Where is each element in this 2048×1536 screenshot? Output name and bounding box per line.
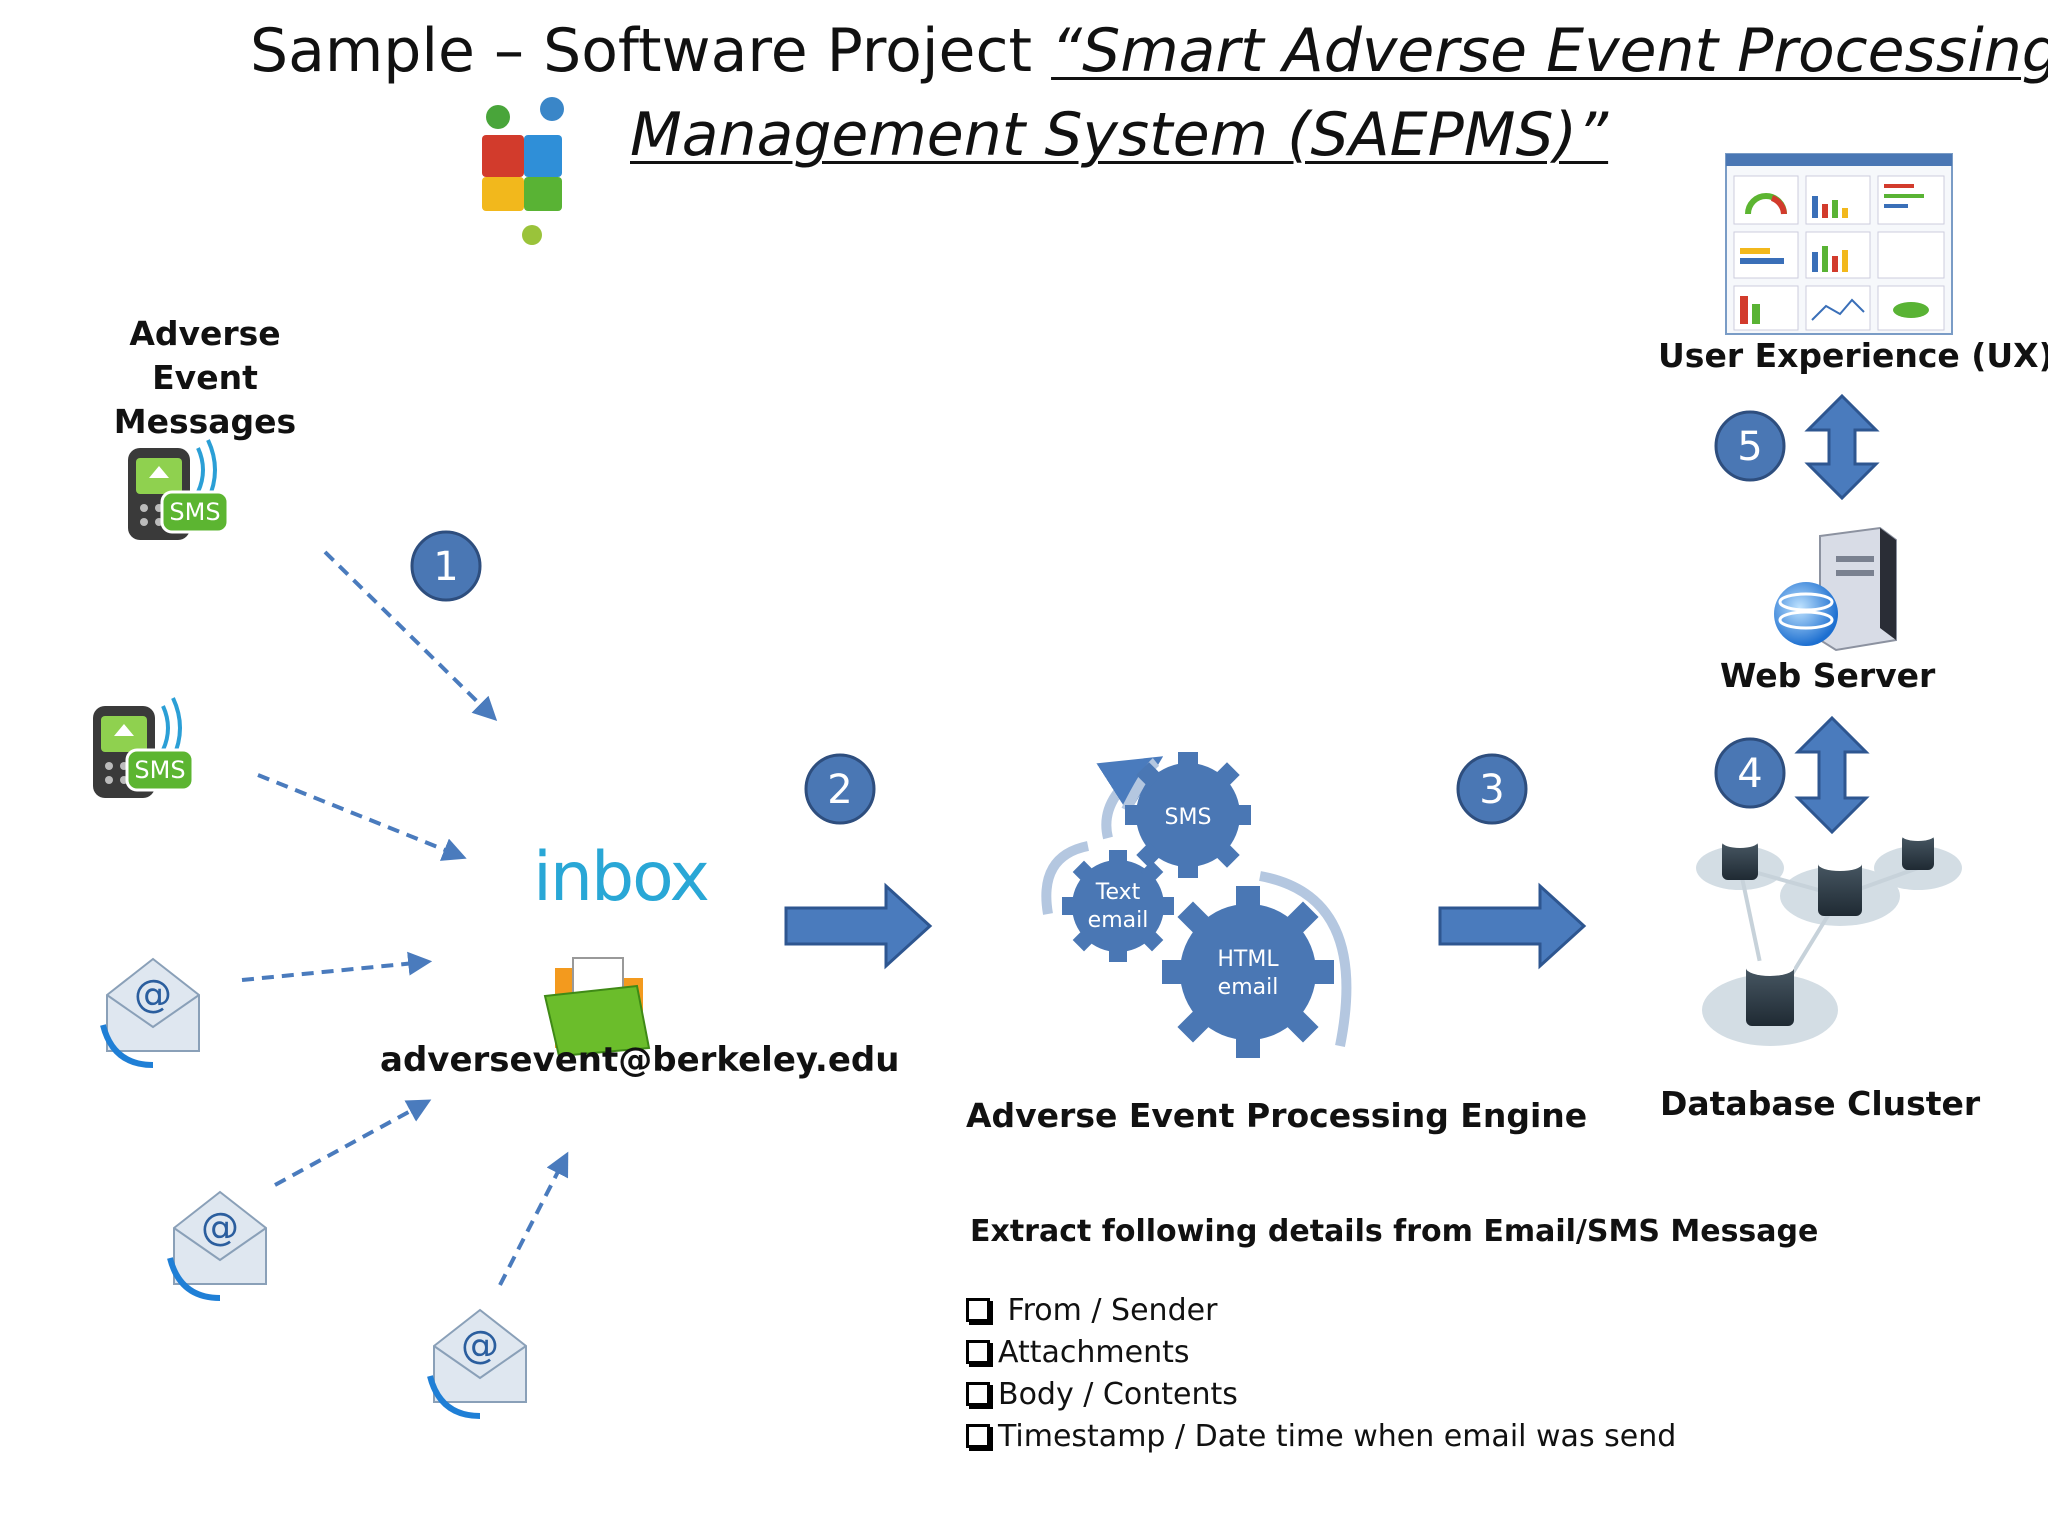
double-arrow-web-ux (1804, 393, 1880, 501)
step-number: 4 (1737, 751, 1762, 797)
checklist-item: Body / Contents (966, 1374, 1676, 1416)
gear-html-email: HTML email (1162, 886, 1334, 1058)
adverse-event-messages-label: Adverse Event Messages (113, 314, 297, 441)
email-envelope-icon: @ (167, 1190, 267, 1301)
checkbox-icon (966, 1424, 990, 1448)
gear-sms: SMS (1125, 752, 1251, 878)
database-cluster-label: Database Cluster (1660, 1084, 1981, 1123)
incoming-message-arrows (241, 550, 569, 1286)
checklist-item-label: Timestamp / Date time when email was sen… (998, 1419, 1677, 1454)
database-cluster-icon (1696, 831, 1962, 1046)
title-prefix: Sample – Software Project (250, 16, 1052, 86)
checklist-item-label: Attachments (998, 1335, 1190, 1370)
svg-text:@: @ (201, 1205, 239, 1249)
gear-html-email-label: email (1218, 975, 1279, 1000)
step-number: 2 (827, 767, 852, 813)
step-marker-3: 3 (1456, 753, 1528, 825)
double-arrow-db-web (1794, 715, 1870, 835)
step-marker-2: 2 (804, 753, 876, 825)
gear-html-email-label: HTML (1217, 947, 1279, 972)
gear-text-email-label: email (1088, 908, 1149, 933)
slide-title-line1: Sample – Software Project “Smart Adverse… (250, 16, 2048, 86)
checkbox-icon (966, 1382, 990, 1406)
puzzle-team-icon (482, 97, 564, 245)
processing-engine-label: Adverse Event Processing Engine (966, 1096, 1588, 1135)
database-icon (1722, 836, 1758, 880)
checklist-item: Attachments (966, 1332, 1676, 1374)
step-number: 1 (433, 544, 458, 590)
email-envelope-icon: @ (100, 957, 200, 1068)
step-marker-1: 1 (410, 530, 482, 602)
step-number: 5 (1737, 424, 1762, 470)
database-icon (1902, 831, 1934, 870)
ux-dashboard-thumbnail (1725, 153, 1953, 335)
gear-text-email-label: Text (1095, 880, 1141, 905)
email-envelope-icon: @ (427, 1308, 527, 1419)
extract-heading: Extract following details from Email/SMS… (970, 1214, 1819, 1249)
process-arrow-3 (1438, 882, 1587, 970)
title-project-name-line1: “Smart Adverse Event Processing (1051, 16, 2048, 86)
extract-checklist: From / Sender Attachments Body / Content… (966, 1290, 1676, 1458)
user-experience-label: User Experience (UX) (1658, 336, 2048, 375)
sms-badge: SMS (169, 498, 220, 526)
sms-phone-icon: SMS (128, 439, 230, 540)
web-server-icon (1774, 526, 1897, 652)
sms-phone-icon: SMS (93, 697, 195, 798)
inbox-logo-text: inbox (533, 838, 710, 917)
web-server-label: Web Server (1720, 656, 1936, 695)
gear-sms-label: SMS (1165, 805, 1212, 830)
svg-text:@: @ (134, 972, 172, 1016)
checkbox-icon (966, 1298, 990, 1322)
checklist-item-label: Body / Contents (998, 1377, 1238, 1412)
database-icon (1746, 960, 1794, 1026)
checklist-item: From / Sender (966, 1290, 1676, 1332)
checklist-item: Timestamp / Date time when email was sen… (966, 1416, 1676, 1458)
inbox-folder-icon (543, 957, 651, 1058)
step-marker-5: 5 (1714, 410, 1786, 482)
processing-engine-gears: SMS Text email (1041, 752, 1352, 1058)
checkbox-icon (966, 1340, 990, 1364)
inbox-email-address: adversevent@berkeley.edu (380, 1040, 900, 1080)
database-icon (1818, 857, 1862, 916)
slide-title-line2: Management System (SAEPMS)” (630, 100, 1608, 170)
svg-text:@: @ (461, 1323, 499, 1367)
gear-text-email: Text email (1062, 850, 1174, 962)
step-number: 3 (1479, 767, 1504, 813)
process-arrow-2 (784, 882, 933, 970)
checklist-item-label: From / Sender (1007, 1293, 1218, 1328)
title-project-name-line2: Management System (SAEPMS)” (630, 100, 1609, 170)
sms-badge: SMS (134, 756, 185, 784)
step-marker-4: 4 (1714, 737, 1786, 809)
